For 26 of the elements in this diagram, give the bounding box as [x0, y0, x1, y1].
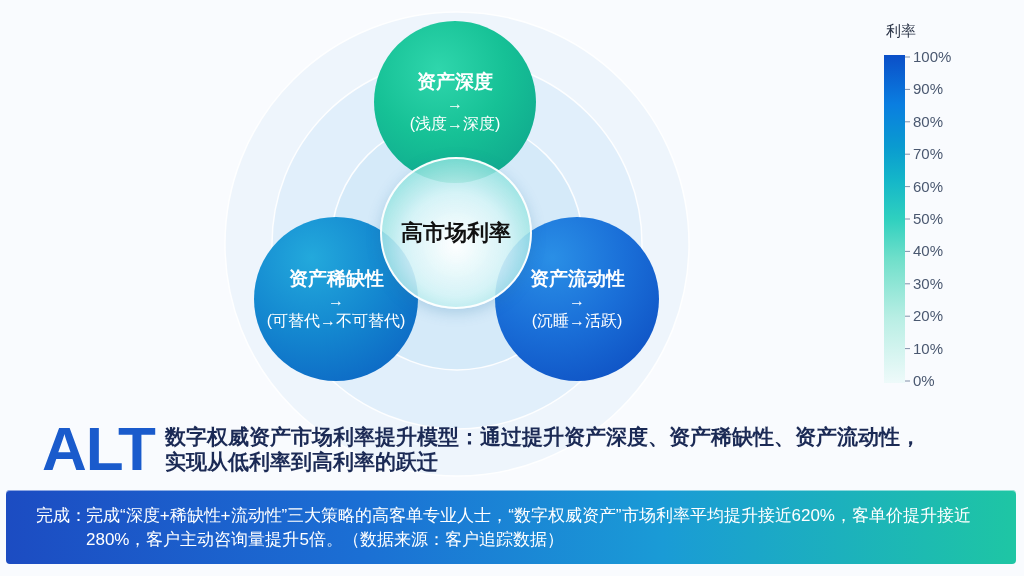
tick-label: 60%	[913, 177, 944, 195]
banner-label: 完成：	[36, 505, 87, 527]
transition-arrow-text: →	[569, 290, 585, 311]
tick-label: 40%	[913, 242, 944, 260]
model-acronym: ALT	[42, 413, 155, 485]
node-detail: (沉睡→活跃)	[531, 310, 623, 331]
node-title: 高市场利率	[401, 219, 511, 247]
tick-label: 80%	[913, 112, 944, 130]
scale-title: 利率	[886, 22, 916, 41]
transition-arrow-text: →	[447, 93, 463, 114]
node-title: 资产深度	[417, 70, 493, 94]
node-title: 资产稀缺性	[288, 267, 384, 291]
model-description: 数字权威资产市场利率提升模型：通过提升资产深度、资产稀缺性、资产流动性，实现从低利率到高利率的跃迁	[165, 424, 922, 474]
tick-label: 10%	[913, 339, 944, 357]
tick-label: 0%	[913, 372, 935, 389]
node-detail: (可替代→不可替代)	[266, 310, 406, 331]
tick-label: 50%	[913, 210, 944, 227]
node-detail: (浅度→深度)	[409, 113, 501, 134]
node-title: 资产流动性	[529, 267, 625, 291]
tick-label: 70%	[913, 145, 944, 163]
banner-text: 完成“深度+稀缺性+流动性”三大策略的高客单专业人士，“数字权威资产”市场利率平均提升接近620%，客单价提升接近280%，客户主动咨询量提升5倍。（数据来源：客户追踪数据）	[86, 505, 972, 551]
transition-arrow-text: →	[328, 290, 344, 311]
tick-label: 100%	[913, 48, 952, 65]
tick-label: 30%	[913, 274, 944, 292]
tick-label: 20%	[913, 307, 944, 325]
tick-label: 90%	[913, 80, 944, 98]
